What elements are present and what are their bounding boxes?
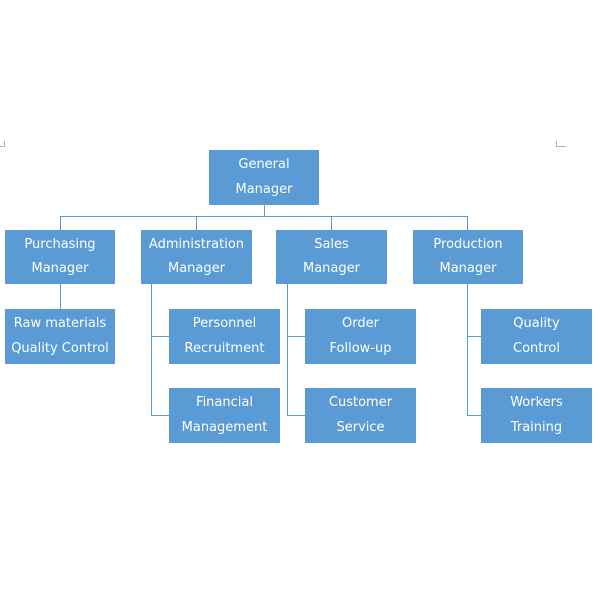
node-line-2: Service [336, 419, 385, 435]
page-corner-mark-right [556, 146, 566, 147]
node-line-1: Raw materials [13, 316, 107, 331]
connector [60, 216, 468, 217]
node-purchasing-manager[interactable]: Purchasing Manager [5, 230, 115, 284]
node-workers-training[interactable]: Workers Training [481, 388, 592, 443]
node-line-2: Recruitment [184, 340, 265, 356]
connector [60, 216, 61, 230]
node-sales-manager[interactable]: Sales Manager [276, 230, 387, 284]
connector [196, 216, 197, 230]
node-line-2: Manager [31, 261, 89, 276]
connector [467, 284, 468, 415]
node-line-1: Administration [148, 236, 245, 252]
node-line-2: Follow-up [329, 340, 392, 356]
node-line-1: Financial [196, 395, 253, 410]
connector [287, 284, 288, 415]
page-corner-mark-right-v [556, 141, 557, 147]
node-line-1: Order [342, 316, 379, 331]
node-line-1: Quality [513, 316, 560, 331]
connector [467, 216, 468, 230]
page-corner-mark-left [0, 146, 4, 147]
node-line-1: Personnel [192, 316, 257, 331]
node-raw-materials-quality-control[interactable]: Raw materials Quality Control [5, 309, 115, 364]
connector [151, 336, 169, 337]
node-line-2: Control [513, 340, 560, 356]
node-line-2: Manager [439, 261, 497, 276]
node-line-1: Workers [510, 395, 563, 410]
connector [60, 284, 61, 309]
node-line-1: Sales [314, 236, 349, 252]
node-line-2: Manager [303, 261, 360, 276]
connector [287, 415, 305, 416]
node-line-1: Production [433, 236, 503, 252]
node-line-1: Customer [328, 395, 393, 410]
connector [264, 205, 265, 216]
connector [151, 284, 152, 415]
node-quality-control[interactable]: Quality Control [481, 309, 592, 364]
node-line-2: Management [181, 419, 268, 435]
node-line-1: General [238, 157, 290, 172]
connector [287, 336, 305, 337]
node-financial-management[interactable]: Financial Management [169, 388, 280, 443]
node-personnel-recruitment[interactable]: Personnel Recruitment [169, 309, 280, 364]
node-line-2: Manager [235, 181, 293, 197]
connector [151, 415, 169, 416]
node-general-manager[interactable]: General Manager [209, 150, 319, 205]
node-customer-service[interactable]: Customer Service [305, 388, 416, 443]
page-corner-mark-left-v [4, 141, 5, 147]
node-production-manager[interactable]: Production Manager [413, 230, 523, 284]
connector [467, 415, 481, 416]
node-line-2: Quality Control [11, 340, 109, 356]
connector [467, 336, 481, 337]
node-order-follow-up[interactable]: Order Follow-up [305, 309, 416, 364]
connector [331, 216, 332, 230]
node-line-1: Purchasing [24, 236, 96, 252]
node-administration-manager[interactable]: Administration Manager [141, 230, 252, 284]
node-line-2: Manager [168, 261, 225, 276]
node-line-2: Training [510, 419, 563, 435]
